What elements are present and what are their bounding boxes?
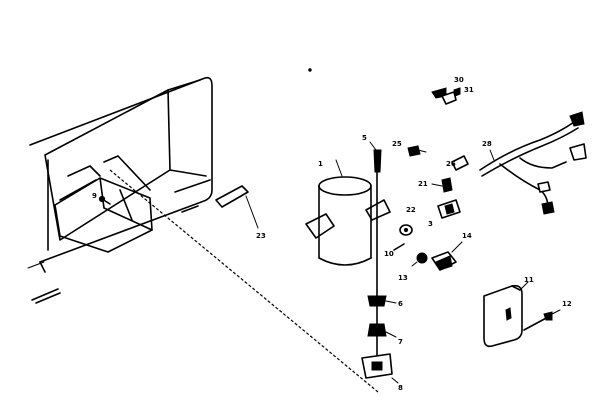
callout-7: 7	[398, 338, 403, 346]
reference-line	[109, 169, 379, 393]
callout-10: 10	[384, 250, 394, 258]
inner-compartment	[54, 155, 153, 253]
cabinet-outline	[27, 76, 213, 304]
part-30-31-fastener	[431, 87, 461, 105]
part-6-clip	[367, 295, 397, 307]
callout-13: 13	[398, 274, 408, 282]
part-8-bracket	[361, 353, 399, 384]
callout-1: 1	[318, 160, 323, 168]
part-5-probe	[369, 141, 382, 371]
callout-8: 8	[398, 384, 403, 392]
callout-12: 12	[562, 300, 572, 308]
stray-dot	[308, 68, 312, 72]
screw-9	[98, 195, 111, 205]
part-1-cylinder	[305, 159, 391, 266]
callout-21: 21	[418, 180, 428, 188]
part-13-nut	[411, 252, 428, 267]
callout-22: 22	[406, 206, 416, 214]
part-21-connector	[431, 177, 453, 193]
callout-9: 9	[92, 192, 97, 200]
part-7-grommet	[367, 323, 397, 338]
callout-28: 28	[482, 140, 492, 148]
part-32-washer	[399, 224, 413, 236]
callout-32: 3	[428, 220, 433, 228]
part-14-relay	[431, 241, 463, 271]
part-10-terminal	[393, 243, 405, 251]
part-22-bracket	[437, 199, 461, 219]
part-26-clip	[407, 145, 427, 157]
callout-26: 26	[446, 160, 456, 168]
part-12-screw	[523, 309, 561, 331]
callout-6: 6	[398, 300, 403, 308]
part-23-bar	[215, 185, 259, 229]
callout-5: 5	[362, 134, 367, 142]
callout-30: 30	[454, 76, 464, 84]
callout-23: 23	[256, 232, 266, 240]
relay-clip	[451, 155, 469, 171]
callout-11: 11	[524, 276, 534, 284]
callout-31: 31	[464, 86, 474, 94]
part-11-cover	[483, 281, 529, 348]
callout-14: 14	[462, 232, 472, 240]
part-28-wiring-harness	[479, 111, 587, 215]
callout-25: 25	[392, 140, 402, 148]
